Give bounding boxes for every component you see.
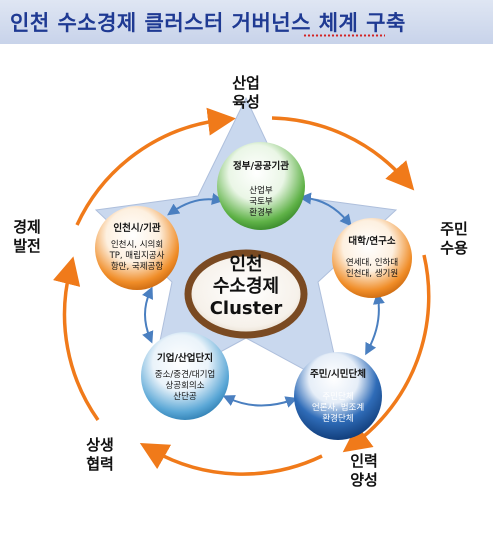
label-mutual-cooperation: 상생 협력	[86, 436, 114, 473]
label-workforce-training: 인력 양성	[350, 452, 378, 489]
node-government-body: 산업부 국토부 환경부	[249, 186, 273, 218]
ring-arc-top-right	[271, 116, 415, 191]
node-government-title: 정부/공공기관	[233, 161, 289, 172]
arrow-city-industry	[142, 286, 154, 344]
label-economic-development: 경제 발전	[13, 218, 41, 255]
node-industry-sphere	[141, 332, 229, 420]
ring-arc-right	[342, 254, 431, 453]
node-academia-sphere	[332, 218, 412, 298]
page-title: 인천 수소경제 클러스터 거버넌스 체계 구축	[10, 11, 406, 35]
outer-ring	[53, 107, 431, 476]
node-city-title: 인천시/기관	[113, 223, 161, 234]
node-academia-body: 연세대, 인하대 인천대, 생기원	[345, 258, 399, 279]
arrow-academia-citizen	[365, 292, 385, 356]
spellcheck-underline	[303, 34, 385, 37]
arrow-industry-citizen	[222, 395, 298, 408]
node-citizen-body: 주민단체 언론사, 법조계 환경단체	[311, 392, 365, 424]
node-academia-title: 대학/연구소	[348, 236, 396, 247]
node-citizen-title: 주민/시민단체	[310, 369, 366, 380]
node-industry-body: 중소/중견/대기업 상공회의소 산단공	[154, 370, 216, 402]
ring-arc-top-left	[75, 107, 236, 226]
label-resident-acceptance: 주민 수용	[440, 220, 468, 257]
ring-arc-left	[53, 256, 100, 422]
node-government-sphere	[217, 142, 305, 230]
arrow-gov-academia	[299, 192, 352, 227]
label-industry-growth: 산업 육성	[232, 74, 260, 111]
connector-arrows	[142, 192, 385, 408]
center-label: 인천 수소경제 Cluster	[209, 254, 283, 319]
node-citizen-sphere	[294, 352, 382, 440]
center-ellipse	[184, 249, 308, 339]
node-city-sphere	[95, 206, 179, 290]
title-bar	[0, 0, 493, 44]
node-industry-title: 기업/산업단지	[157, 353, 213, 364]
ring-arc-bottom	[139, 443, 323, 476]
node-city-body: 인천시, 시의회 TP, 매립지공사 항만, 국제공항	[109, 240, 165, 272]
arrow-gov-city	[167, 193, 224, 216]
